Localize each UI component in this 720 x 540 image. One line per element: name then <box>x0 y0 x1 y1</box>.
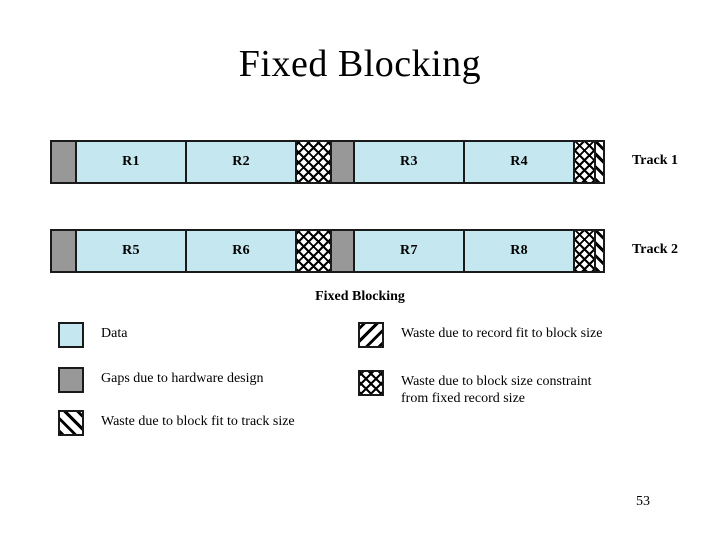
track-fit-waste-segment <box>594 142 603 182</box>
data-segment: R8 <box>462 231 574 271</box>
gap-segment <box>329 231 353 271</box>
legend-swatch-track-fit-waste <box>58 410 84 436</box>
data-segment: R4 <box>462 142 574 182</box>
legend-swatch-block-size-waste <box>358 370 384 396</box>
track-row-2: R5 R6 R7 R8 <box>50 229 605 273</box>
legend-swatch-record-fit-waste <box>358 322 384 348</box>
legend-label: Waste due to block fit to track size <box>101 414 295 429</box>
slide-title: Fixed Blocking <box>238 43 482 85</box>
record-label: R8 <box>510 243 528 258</box>
legend-swatch-data <box>58 322 84 348</box>
legend-item: Data <box>58 322 127 348</box>
page-number: 53 <box>636 494 650 509</box>
track-row-1: R1 R2 R3 R4 <box>50 140 605 184</box>
gap-segment <box>52 142 75 182</box>
data-segment: R3 <box>352 142 463 182</box>
legend-label: Gaps due to hardware design <box>101 371 264 386</box>
legend-item: Waste due to block size constraint from … <box>358 370 592 407</box>
legend-label: Waste due to block size constraint from … <box>401 374 592 407</box>
data-segment: R5 <box>74 231 186 271</box>
legend-item: Waste due to block fit to track size <box>58 410 295 436</box>
track-label-1: Track 1 <box>632 153 679 168</box>
data-segment: R7 <box>352 231 463 271</box>
figure-caption: Fixed Blocking <box>315 289 405 304</box>
track-fit-waste-segment <box>594 231 603 271</box>
record-label: R4 <box>510 154 528 169</box>
track-label-2: Track 2 <box>632 242 679 257</box>
record-label: R5 <box>122 243 140 258</box>
block-size-waste-segment <box>573 142 595 182</box>
gap-segment <box>329 142 353 182</box>
legend-label: Waste due to record fit to block size <box>401 326 603 341</box>
legend-swatch-gap <box>58 367 84 393</box>
legend-label: Data <box>101 326 128 341</box>
record-label: R2 <box>232 154 250 169</box>
data-segment: R1 <box>74 142 186 182</box>
block-size-waste-segment <box>295 231 330 271</box>
legend-item: Gaps due to hardware design <box>58 367 264 393</box>
record-label: R3 <box>400 154 418 169</box>
record-label: R6 <box>232 243 250 258</box>
data-segment: R6 <box>185 231 296 271</box>
legend-item: Waste due to record fit to block size <box>358 322 602 348</box>
data-segment: R2 <box>185 142 296 182</box>
gap-segment <box>52 231 75 271</box>
block-size-waste-segment <box>295 142 330 182</box>
record-label: R1 <box>122 154 140 169</box>
block-size-waste-segment <box>573 231 595 271</box>
record-label: R7 <box>400 243 418 258</box>
